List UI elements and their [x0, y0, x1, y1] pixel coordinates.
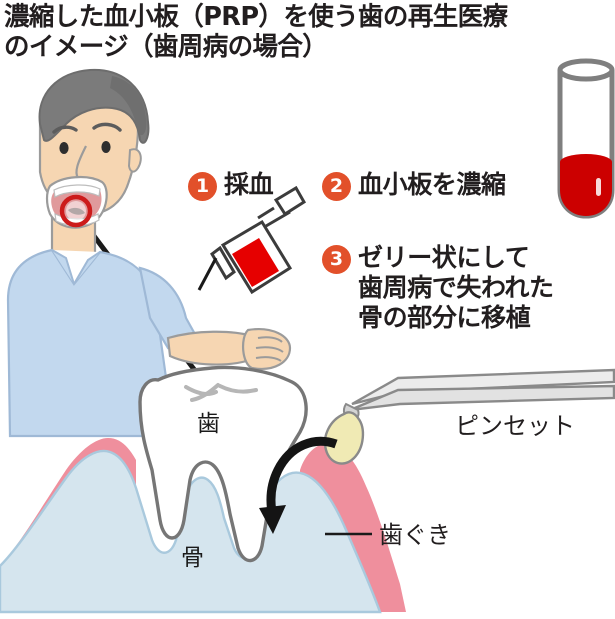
step-3-badge: 3	[322, 245, 351, 274]
step-2: 2 血小板を濃縮	[322, 170, 506, 201]
step-3: 3 ゼリー状にして 歯周病で失われた 骨の部分に移植	[322, 243, 554, 333]
eye-right	[101, 141, 111, 153]
title-line-1: 濃縮した血小板（PRP）を使う歯の再生医療	[4, 2, 508, 32]
syringe-with-blood	[197, 185, 307, 295]
page-title: 濃縮した血小板（PRP）を使う歯の再生医療 のイメージ（歯周病の場合）	[4, 2, 610, 62]
step-3-label: ゼリー状にして 歯周病で失われた 骨の部分に移植	[358, 243, 554, 332]
step-1: 1 採血	[188, 170, 274, 201]
curved-down-arrow	[259, 436, 338, 534]
tooth-cross-section	[0, 365, 406, 614]
man-illustration	[6, 68, 292, 438]
step-1-label: 採血	[224, 170, 274, 199]
test-tube-with-blood	[557, 58, 615, 219]
title-line-2: のイメージ（歯周病の場合）	[4, 32, 328, 62]
step-2-label: 血小板を濃縮	[358, 170, 506, 199]
tweezers-label: ピンセット	[455, 412, 575, 440]
tweezers-with-jelly	[323, 368, 615, 465]
gums-label: 歯ぐき	[379, 521, 451, 549]
step-1-badge: 1	[188, 172, 217, 201]
red-circle-on-tooth	[59, 194, 93, 228]
tooth-label: 歯	[197, 411, 220, 437]
step-2-badge: 2	[322, 172, 351, 201]
eye-left	[59, 142, 69, 154]
bone-label: 骨	[181, 545, 204, 571]
